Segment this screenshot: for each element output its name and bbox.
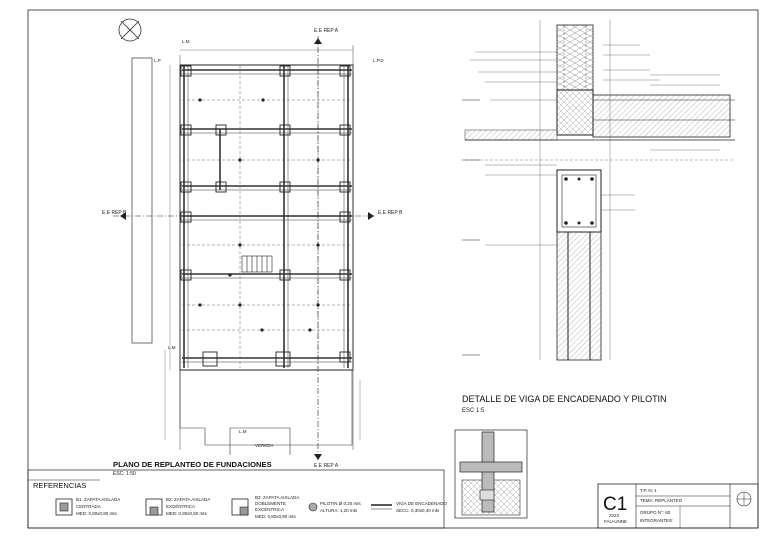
cut-marker-left (120, 212, 126, 220)
ref-b2-line3: MED: 0,80x0,80 mts (166, 511, 208, 516)
ref-b1-line2: CENTRADA (76, 504, 101, 509)
ref-b1-symbol (55, 498, 73, 516)
references-title: REFERENCIAS (33, 481, 86, 490)
axis-lp-left: L.P (154, 58, 161, 63)
tp-label: T.P. N: 1 (640, 488, 657, 493)
cut-marker-right (368, 212, 374, 220)
north-arrow-icon (118, 18, 142, 42)
axis-lm-side: L.M (168, 345, 176, 350)
ref-pile-icon (308, 502, 318, 512)
corner-detail (454, 429, 528, 519)
ref-b3-symbol (231, 498, 249, 516)
cut-marker-left-label: E.E REP B (102, 210, 127, 216)
ref-b1-line3: MED: 0,80x0,80 mts (76, 511, 118, 516)
integrantes-label: INTEGRANTES: (640, 518, 673, 523)
plan-scale: ESC: 1:50 (113, 471, 136, 477)
plan-title: PLANO DE REPLANTEO DE FUNDACIONES (113, 460, 272, 469)
title-block-compass-icon (736, 491, 752, 507)
sheet-code: C1 (603, 494, 627, 515)
axis-lm-top: L.M (182, 39, 190, 44)
ref-beam-line2: SECC: 0,30x0,40 mts (396, 508, 440, 513)
references-panel (27, 469, 445, 529)
ref-b1-line1: B1: ZAPATA AISLADA (76, 497, 120, 502)
ref-pile-line1: PILOTIN Ø 0,20 mts (320, 501, 362, 506)
cut-marker-bottom-label: E.E REP A (314, 463, 339, 469)
sheet-year: 2023 (609, 513, 620, 518)
cut-marker-top (314, 38, 322, 44)
stair-symbol (241, 255, 273, 273)
ref-b2-symbol (145, 498, 163, 516)
axis-lm-bottom: L.M (239, 429, 247, 434)
foundation-plan (113, 36, 375, 462)
title-block (597, 483, 759, 529)
detail-title: DETALLE DE VIGA DE ENCADENADO Y PILOTIN (462, 394, 667, 404)
detail-scale: ESC 1:5 (462, 408, 485, 414)
sidewalk-strip (131, 57, 153, 344)
ref-pile-line2: ALTURA: 1,20 mts (320, 508, 358, 513)
grupo-label: GRUPO N°: 60 (640, 510, 671, 515)
ref-b3-line3: EXCÉNTRICA (255, 506, 284, 512)
cut-marker-bottom (314, 454, 322, 460)
ref-beam-line1: VIGA DE ENCADENADO (396, 501, 448, 506)
sheet-border (27, 9, 759, 529)
ref-b2-line1: B2: ZAPATA AISLADA (166, 497, 210, 502)
tema-label: TEMA: REPLANTEO (640, 498, 683, 503)
cut-marker-right-label: E.E REP B (378, 210, 403, 216)
ref-b3-line2: DOBLEMENTE (255, 501, 286, 506)
ref-b3-line4: MED: 0,80x0,80 mts (255, 514, 297, 519)
axis-lp-right: L.P.D (373, 58, 384, 63)
ref-beam-icon (371, 504, 392, 510)
ref-b3-line1: B3: ZAPATA AISLADA (255, 495, 299, 500)
sheet-school: FAU-UNNE (604, 519, 627, 524)
beam-pile-detail (462, 20, 735, 361)
ref-b2-line2: EXCÉNTRICA (166, 503, 195, 509)
vereda-label: VEREDA (255, 443, 274, 448)
cut-marker-top-label: E.E REP A (314, 28, 339, 34)
